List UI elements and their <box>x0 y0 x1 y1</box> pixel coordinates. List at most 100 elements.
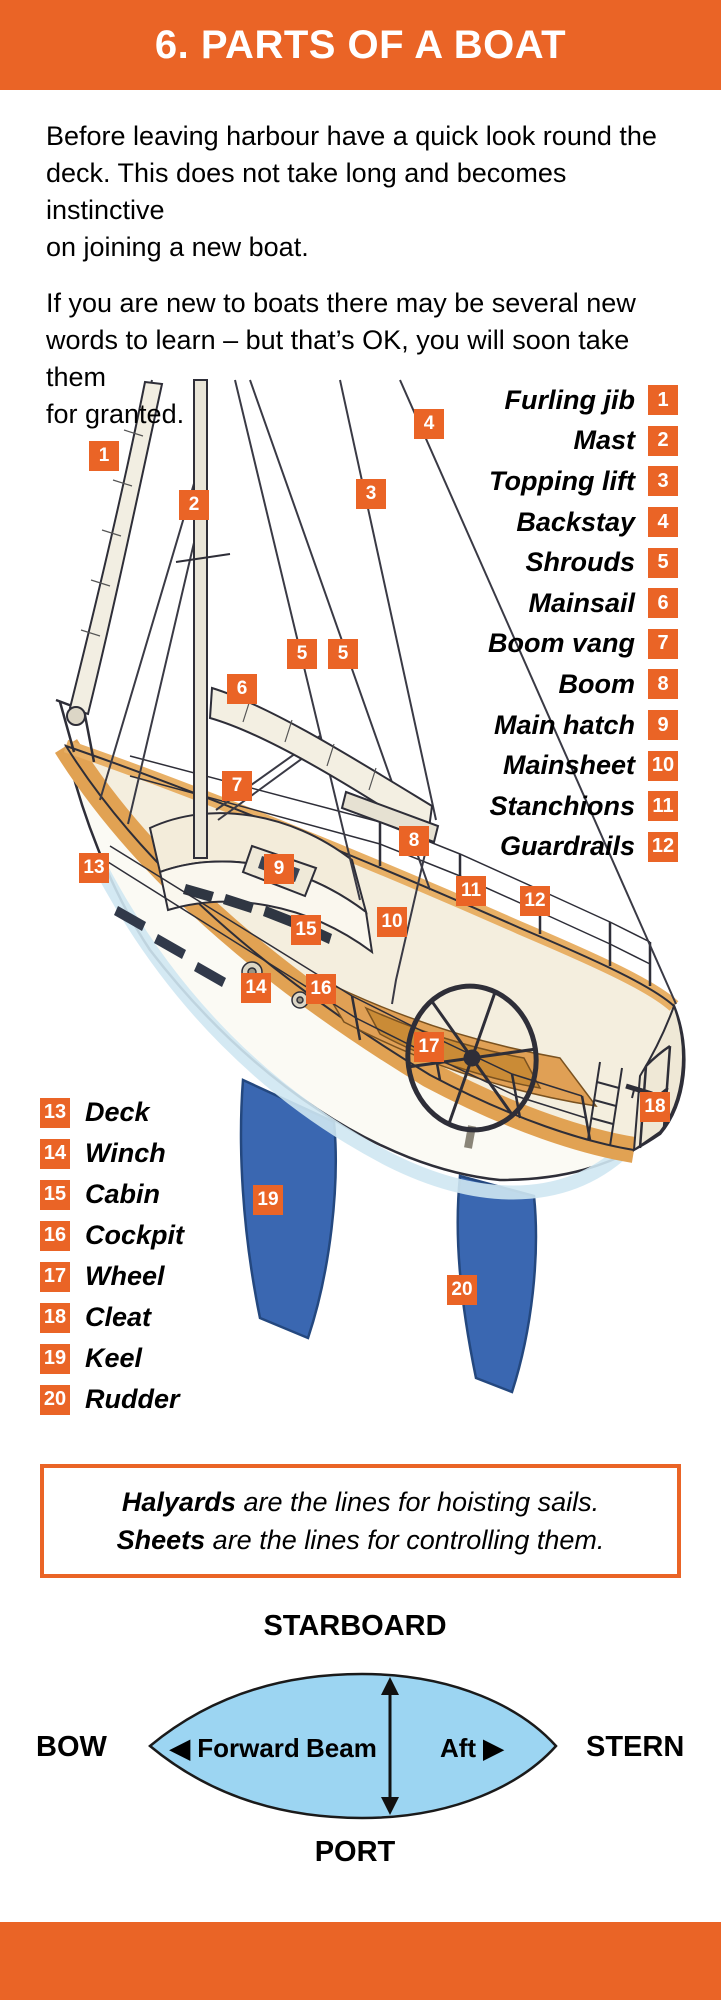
diagram-marker: 5 <box>328 639 358 669</box>
part-label: Topping lift <box>489 465 635 496</box>
part-number-badge: 6 <box>648 588 678 619</box>
intro-paragraph-1: Before leaving harbour have a quick look… <box>46 118 691 266</box>
part-row: Boom vang 7 <box>488 624 678 665</box>
part-number-badge: 17 <box>40 1261 70 1292</box>
diagram-marker: 7 <box>222 771 252 801</box>
part-label: Furling jib <box>504 384 635 415</box>
note-text: are the lines for hoisting sails. <box>235 1487 600 1517</box>
part-label: Boom vang <box>487 628 635 659</box>
part-row: 19 Keel <box>40 1338 184 1379</box>
page-title: 6. PARTS OF A BOAT <box>154 22 567 67</box>
part-row: Guardrails 12 <box>488 827 678 868</box>
part-label: Keel <box>85 1343 143 1373</box>
part-row: Mainsail 6 <box>488 583 678 624</box>
part-label: Stanchions <box>489 790 635 821</box>
part-label: Guardrails <box>499 831 635 862</box>
note-term: Sheets <box>116 1525 206 1555</box>
part-number-badge: 2 <box>648 425 678 456</box>
part-row: Boom 8 <box>488 664 678 705</box>
part-row: 20 Rudder <box>40 1379 184 1420</box>
beam-label: Beam <box>306 1733 377 1763</box>
part-row: 14 Winch <box>40 1133 184 1174</box>
part-number-badge: 1 <box>648 385 678 416</box>
part-row: 13 Deck <box>40 1092 184 1133</box>
part-number-badge: 15 <box>40 1179 70 1210</box>
text-line: Before leaving harbour have a quick look… <box>46 121 657 151</box>
note-line-halyards: Halyards are the lines for hoisting sail… <box>52 1483 669 1521</box>
starboard-label: STARBOARD <box>263 1610 447 1642</box>
part-row: Shrouds 5 <box>488 542 678 583</box>
part-number-badge: 9 <box>648 710 678 741</box>
header-bar: 6. PARTS OF A BOAT <box>0 0 721 90</box>
bow-pulpit <box>55 698 96 763</box>
diagram-marker: 15 <box>291 915 321 945</box>
diagram-marker: 10 <box>377 907 407 937</box>
part-label: Winch <box>85 1138 166 1168</box>
part-number-badge: 8 <box>648 669 678 700</box>
part-label: Rudder <box>85 1384 180 1414</box>
part-label: Mainsail <box>528 587 635 618</box>
diagram-marker: 11 <box>456 876 486 906</box>
note-box: Halyards are the lines for hoisting sail… <box>40 1464 681 1578</box>
hull-plan-shape <box>148 1672 558 1820</box>
steering-wheel <box>405 983 539 1149</box>
diagram-marker: 6 <box>227 674 257 704</box>
part-number-badge: 5 <box>648 547 678 578</box>
diagram-marker: 12 <box>520 886 550 916</box>
text-line: deck. This does not take long and become… <box>46 158 567 225</box>
part-number-badge: 18 <box>40 1302 70 1333</box>
part-label: Boom <box>558 668 636 699</box>
part-number-badge: 20 <box>40 1384 70 1415</box>
part-number-badge: 7 <box>648 628 678 659</box>
part-row: Stanchions 11 <box>488 786 678 827</box>
note-term: Halyards <box>121 1487 236 1517</box>
diagram-marker: 8 <box>399 826 429 856</box>
forward-label: ◀ Forward <box>170 1733 300 1763</box>
part-number-badge: 11 <box>648 791 678 822</box>
diagram-marker: 4 <box>414 409 444 439</box>
part-label: Cockpit <box>85 1220 185 1250</box>
part-number-badge: 12 <box>648 831 678 862</box>
part-row: Main hatch 9 <box>488 705 678 746</box>
part-row: Mainsheet 10 <box>488 745 678 786</box>
text-line: words to learn – but that’s OK, you will… <box>46 325 630 392</box>
part-label: Cabin <box>85 1179 161 1209</box>
part-number-badge: 13 <box>40 1097 70 1128</box>
part-label: Deck <box>85 1097 150 1127</box>
footer-bar <box>0 1922 721 2000</box>
port-label: PORT <box>314 1836 396 1868</box>
mainsail-and-boom <box>208 686 440 844</box>
part-number-badge: 19 <box>40 1343 70 1374</box>
diagram-marker: 9 <box>264 854 294 884</box>
part-number-badge: 10 <box>648 750 678 781</box>
text-line: on joining a new boat. <box>46 232 309 262</box>
part-number-badge: 14 <box>40 1138 70 1169</box>
part-row: Mast 2 <box>488 421 678 462</box>
diagram-marker: 2 <box>179 490 209 520</box>
diagram-marker: 13 <box>79 853 109 883</box>
part-label: Mainsheet <box>502 750 635 781</box>
hull-plan-diagram <box>148 1672 558 1820</box>
part-row: Backstay 4 <box>488 502 678 543</box>
diagram-marker: 20 <box>447 1275 477 1305</box>
diagram-marker: 17 <box>414 1032 444 1062</box>
stern-ladder <box>587 1061 623 1147</box>
note-line-sheets: Sheets are the lines for controlling the… <box>52 1521 669 1559</box>
part-label: Main hatch <box>493 709 635 740</box>
diagram-marker: 16 <box>306 974 336 1004</box>
text-line: If you are new to boats there may be sev… <box>46 288 636 318</box>
part-number-badge: 4 <box>648 507 678 538</box>
part-label: Backstay <box>516 506 635 537</box>
diagram-marker: 18 <box>640 1092 670 1122</box>
diagram-marker: 1 <box>89 441 119 471</box>
part-label: Mast <box>573 425 635 456</box>
part-label: Shrouds <box>525 547 635 578</box>
diagram-marker: 19 <box>253 1185 283 1215</box>
